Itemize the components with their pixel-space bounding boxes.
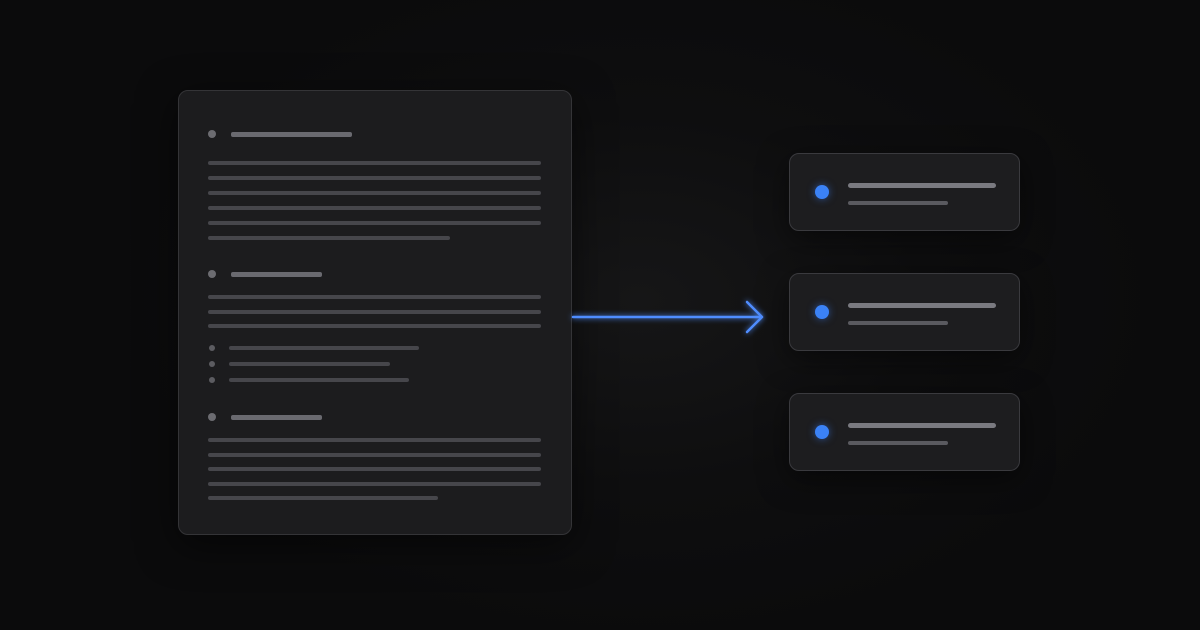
section-3-text-line	[208, 496, 438, 500]
section-2-text-line	[208, 295, 541, 299]
list-item-line	[229, 378, 409, 382]
section-3-text-line	[208, 467, 541, 471]
output-card	[789, 153, 1020, 231]
section-2-heading-dot	[208, 270, 216, 278]
source-document-card	[178, 90, 572, 535]
section-1-text-line	[208, 236, 450, 240]
section-3-heading-dot	[208, 413, 216, 421]
output-card-title-line	[848, 303, 996, 308]
output-card	[789, 393, 1020, 471]
section-1-text-line	[208, 176, 541, 180]
list-item-line	[229, 362, 390, 366]
list-bullet-dot	[209, 361, 215, 367]
section-2-text-line	[208, 324, 541, 328]
blue-dot-icon	[815, 185, 829, 199]
list-item-line	[229, 346, 419, 350]
output-card	[789, 273, 1020, 351]
section-3-text-line	[208, 453, 541, 457]
section-3-heading-line	[231, 415, 322, 420]
list-bullet-dot	[209, 345, 215, 351]
section-1-text-line	[208, 191, 541, 195]
blue-dot-icon	[815, 305, 829, 319]
section-1-text-line	[208, 206, 541, 210]
section-2-heading-line	[231, 272, 322, 277]
section-1-heading-dot	[208, 130, 216, 138]
output-card-title-line	[848, 183, 996, 188]
section-1-text-line	[208, 161, 541, 165]
blue-dot-icon	[815, 425, 829, 439]
section-1-heading-line	[231, 132, 352, 137]
section-3-text-line	[208, 482, 541, 486]
section-1-text-line	[208, 221, 541, 225]
output-card-title-line	[848, 423, 996, 428]
output-card-subtitle-line	[848, 441, 948, 445]
section-2-text-line	[208, 310, 541, 314]
arrow-right-icon	[571, 300, 764, 334]
list-bullet-dot	[209, 377, 215, 383]
section-3-text-line	[208, 438, 541, 442]
output-card-subtitle-line	[848, 321, 948, 325]
output-card-subtitle-line	[848, 201, 948, 205]
